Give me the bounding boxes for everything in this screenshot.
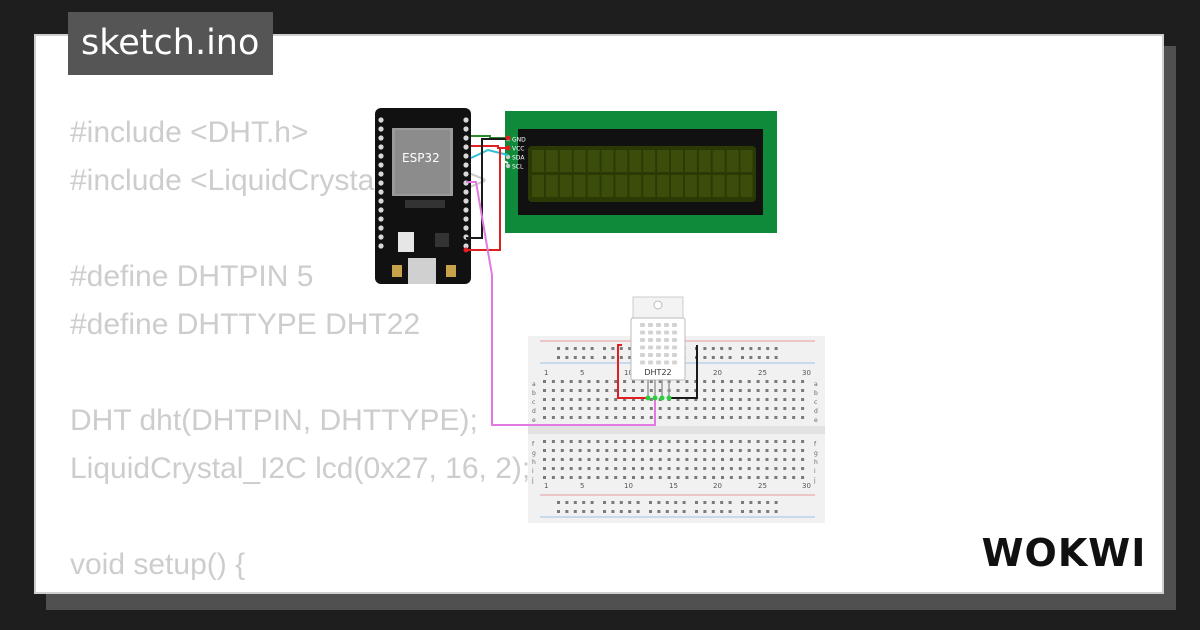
code-line: DHT dht(DHTPIN, DHTTYPE);	[70, 404, 478, 437]
wire-scl-lcd	[470, 154, 509, 165]
bb-row-letter: c	[532, 399, 535, 406]
code-line: #define DHTTYPE DHT22	[70, 308, 421, 341]
code-line: #include <DHT.h>	[70, 116, 309, 149]
bb-row-letter: i	[814, 468, 816, 475]
wires	[466, 135, 698, 426]
bb-row-letter: c	[814, 399, 817, 406]
bb-column-number: 5	[580, 482, 584, 490]
file-title-tab[interactable]: sketch.ino	[68, 12, 274, 75]
bb-row-letter: h	[532, 459, 536, 466]
bb-row-letter: e	[532, 417, 536, 424]
code-line: void setup() {	[70, 548, 246, 581]
bb-column-number: 30	[802, 369, 811, 377]
wire-vcc-esp	[466, 147, 508, 251]
bb-column-number: 20	[713, 482, 722, 490]
bb-row-letter: h	[814, 459, 818, 466]
wire-sda-lcd	[470, 148, 509, 159]
bb-row-letter: d	[814, 408, 818, 415]
code-line: #define DHTPIN 5	[70, 260, 314, 293]
bb-row-letter: f	[532, 441, 535, 448]
bb-column-number: 1	[544, 369, 548, 377]
wire-data-dht	[466, 181, 656, 426]
bb-column-number: 20	[713, 369, 722, 377]
lcd-pin-label: SCL	[512, 164, 524, 171]
wire-gnd-dht	[669, 345, 698, 399]
bb-column-number: 25	[758, 482, 767, 490]
lcd-display[interactable]: GND VCC SDA SCL	[505, 111, 777, 233]
bb-column-number: 5	[580, 369, 584, 377]
bb-row-letter: g	[532, 450, 536, 457]
dht22-sensor[interactable]: DHT22	[630, 296, 686, 398]
bb-column-number: 10	[624, 369, 633, 377]
lcd-pin-label: GND	[512, 137, 526, 144]
bb-row-letter: b	[814, 390, 818, 397]
lcd-pin[interactable]	[505, 163, 511, 169]
lcd-pin-label: SDA	[512, 155, 525, 162]
bb-column-number: 10	[624, 482, 633, 490]
bb-row-letter: j	[813, 477, 816, 484]
lcd-pin-label: VCC	[512, 146, 524, 153]
file-title: sketch.ino	[81, 23, 260, 63]
code-line: LiquidCrystal_I2C lcd(0x27, 16, 2);	[70, 452, 531, 485]
wire-gnd-esp	[466, 138, 508, 239]
bb-row-letter: a	[532, 381, 536, 388]
dht-label: DHT22	[644, 368, 671, 377]
esp32-board[interactable]: ESP32	[375, 108, 471, 284]
bb-row-letter: g	[814, 450, 818, 457]
esp32-label: ESP32	[402, 151, 440, 165]
wire-gnd-lcd	[471, 135, 508, 139]
wire-joints	[463, 135, 672, 401]
wokwi-logo[interactable]: WOKWI	[978, 528, 1150, 574]
bb-column-number: 1	[544, 482, 548, 490]
bb-row-letter: d	[532, 408, 536, 415]
bb-row-letter: i	[532, 468, 534, 475]
lcd-pin[interactable]	[505, 154, 511, 160]
bb-row-letter: e	[814, 417, 818, 424]
bb-row-letter: f	[814, 441, 817, 448]
bb-row-letter: j	[531, 477, 534, 484]
bb-row-letter: b	[532, 390, 536, 397]
bb-column-number: 15	[669, 482, 678, 490]
logo-text: WOKWI	[982, 531, 1147, 574]
code-preview: #include <DHT.h>#include <LiquidCrystal_…	[70, 109, 531, 592]
bb-column-number: 30	[802, 482, 811, 490]
wire-vcc-dht	[617, 344, 648, 399]
bb-column-number: 25	[758, 369, 767, 377]
bb-row-letter: a	[814, 381, 818, 388]
